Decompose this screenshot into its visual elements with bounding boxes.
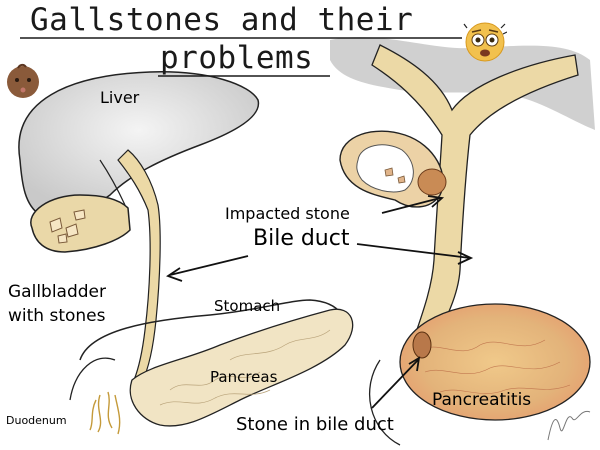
worried-face-icon xyxy=(463,20,508,64)
stone-in-bile-duct-label: Stone in bile duct xyxy=(236,414,394,435)
duodenum xyxy=(69,357,116,401)
pancreas xyxy=(129,308,354,427)
gallbladder-label-line-1: Gallbladder xyxy=(8,282,106,302)
duodenum-vessels xyxy=(89,391,121,435)
signature xyxy=(547,410,591,441)
stomach-label: Stomach xyxy=(214,297,281,315)
stone-in-bile-duct-mass xyxy=(412,331,432,359)
pancreatitis-label: Pancreatitis xyxy=(432,390,532,410)
arrow-stone-duct-head xyxy=(408,356,421,372)
pancreatitis-mass xyxy=(399,303,591,421)
liver-label: Liver xyxy=(100,88,140,107)
annotation-arrows xyxy=(166,195,474,409)
title-line-1: Gallstones and their xyxy=(30,2,414,38)
arrow-bile-duct-head xyxy=(457,251,474,265)
title-line-2: problems xyxy=(160,40,314,76)
baby-face-icon xyxy=(4,62,42,100)
gallstones xyxy=(49,209,86,244)
gallbladder xyxy=(30,194,131,253)
duodenum-label: Duodenum xyxy=(6,414,67,427)
arrow-stone-duct xyxy=(371,359,419,409)
arrow-impacted-stone xyxy=(381,197,441,214)
left-bile-duct xyxy=(117,149,161,383)
impacted-stone-mass xyxy=(417,168,447,196)
arrow-bile-duct xyxy=(356,243,471,259)
bile-duct-label: Bile duct xyxy=(253,226,350,251)
arrow-gallbladder xyxy=(169,255,249,276)
gallbladder-stones-right xyxy=(384,167,406,184)
gallbladder-label-line-2: with stones xyxy=(8,306,106,326)
arrow-impacted-stone-head xyxy=(427,195,445,208)
pancreas-label: Pancreas xyxy=(210,368,278,386)
impacted-stone-label: Impacted stone xyxy=(225,204,350,223)
arrow-gallbladder-head xyxy=(166,267,183,282)
